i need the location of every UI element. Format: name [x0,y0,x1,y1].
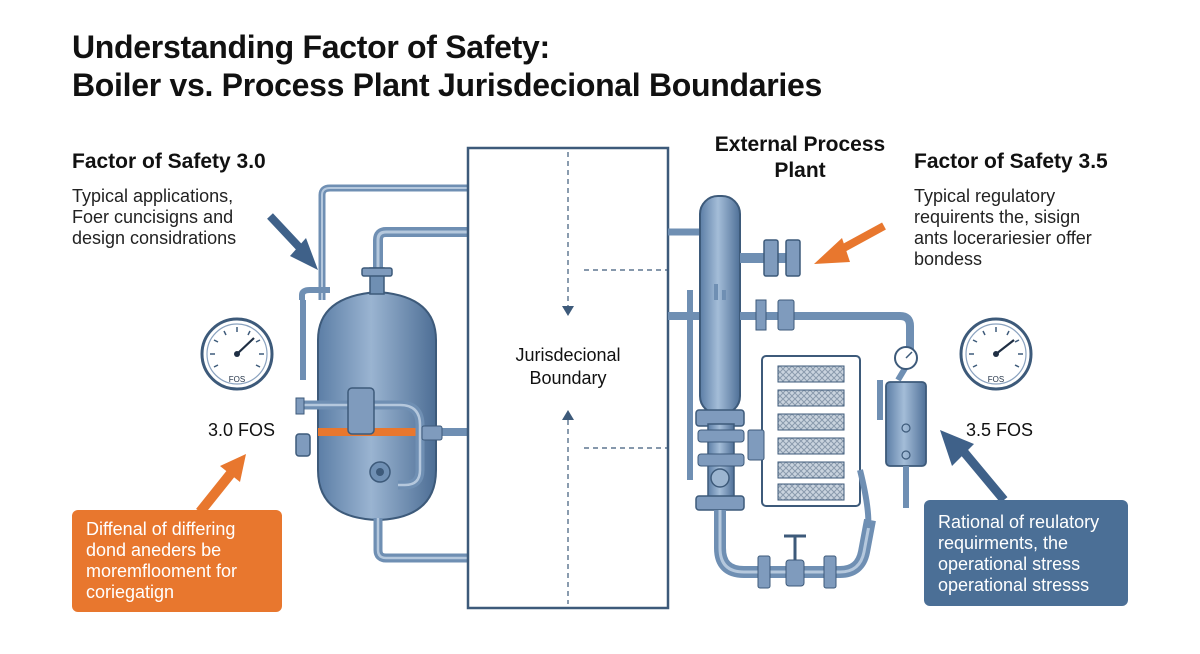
title-line-1: Understanding Factor of Safety: [72,29,550,65]
title-line-2: Boiler vs. Process Plant Jurisdecional B… [72,67,823,103]
left-note-line: Diffenal of differing [86,519,236,539]
right-description-line: bondess [914,249,983,269]
boiler-vessel [295,184,470,563]
left-note-line: coriegatign [86,582,175,602]
left-note-line: dond aneders be [86,540,222,560]
boundary-label-line: Boundary [529,368,607,388]
down-arrow-icon [562,306,574,316]
right-description-line: ants locerariesier offer [914,228,1092,248]
left-description-line: Typical applications, [72,186,234,206]
up-arrow-icon [562,410,574,420]
left-heading: Factor of Safety 3.0 [72,150,266,173]
process-plant-label: External Process Plant [700,132,900,184]
left-fos-value: 3.0 FOS [208,420,276,440]
pressure-gauge-left [200,317,274,391]
process-plant-label-line: Plant [774,159,826,182]
page-title: Understanding Factor of Safety: Boiler v… [72,28,822,104]
left-note-box: Diffenal of differing dond aneders be mo… [72,510,282,612]
right-gauge-label: FOS [988,375,1004,384]
right-note-line: Rational of reulatory [938,512,1100,532]
arrow-navy-right-icon [940,430,1008,503]
arrow-orange-left-icon [196,454,246,516]
left-gauge-label: FOS [229,375,245,384]
right-description-line: Typical regulatory [914,186,1056,206]
right-fos-value: 3.5 FOS [966,420,1034,440]
left-description-line: Foer cuncisigns and [72,207,234,227]
right-note-line: operational stress [938,554,1081,574]
right-note-line: operational stresss [938,575,1090,595]
right-note-line: requirments, the [938,533,1069,553]
left-description-line: design considrations [72,228,237,248]
left-description: Typical applications, Foer cuncisigns an… [72,186,236,249]
right-description: Typical regulatory requirents the, sisig… [914,186,1092,270]
arrow-orange-right-icon [814,222,886,264]
right-heading: Factor of Safety 3.5 [914,150,1108,173]
left-note-line: moremflooment for [86,561,238,581]
right-note-box: Rational of reulatory requirments, the o… [924,500,1128,606]
boundary-label-line: Jurisdecional [515,345,621,365]
jurisdictional-boundary [466,146,670,610]
arrow-navy-left-icon [267,213,318,270]
boundary-label: Jurisdecional Boundary [488,344,648,390]
pressure-gauge-right [959,317,1033,391]
process-plant [668,195,927,589]
right-description-line: requirents the, sisign [914,207,1081,227]
process-plant-label-line: External Process [714,133,886,156]
